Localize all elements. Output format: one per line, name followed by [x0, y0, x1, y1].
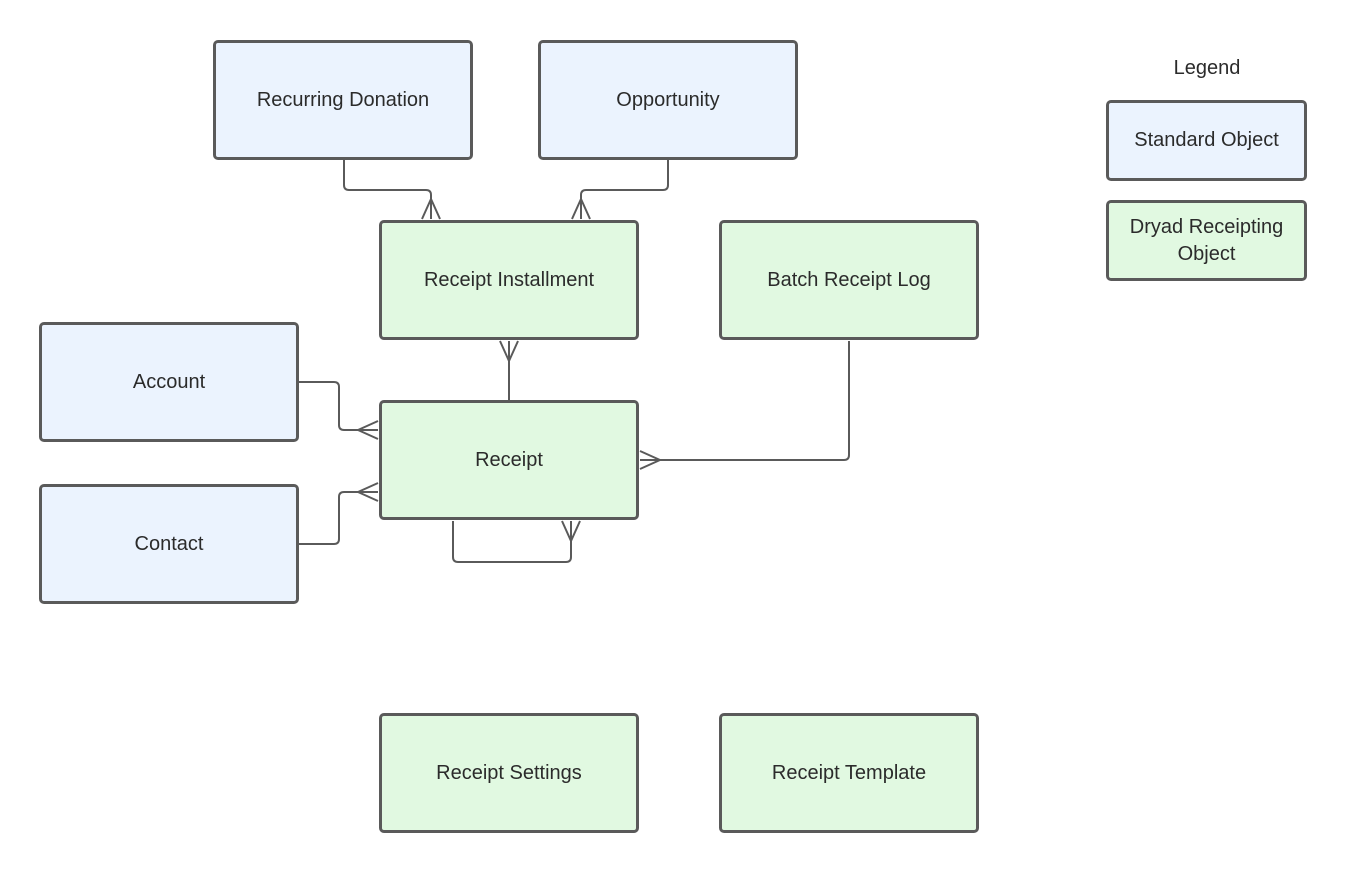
connector-recurring-donation-installment — [343, 160, 432, 219]
connector-opportunity-installment — [580, 160, 669, 219]
entity-label: Receipt — [475, 448, 543, 471]
entity-receipt-installment[interactable]: Receipt Installment — [379, 220, 639, 340]
entity-receipt[interactable]: Receipt — [379, 400, 639, 520]
entity-receipt-settings[interactable]: Receipt Settings — [379, 713, 639, 833]
entity-label: Receipt Installment — [423, 268, 595, 291]
crowfoot-recurring-donation-installment — [421, 198, 441, 220]
connector-account-receipt — [299, 381, 378, 431]
entity-recurring-donation[interactable]: Recurring Donation — [213, 40, 473, 160]
crowfoot-batchlog-receipt — [639, 450, 661, 470]
entity-label: Account — [132, 370, 206, 393]
entity-label: Contact — [134, 532, 204, 555]
legend-label: Standard Object — [1134, 129, 1279, 151]
entity-batch-receipt-log[interactable]: Batch Receipt Log — [719, 220, 979, 340]
entity-account[interactable]: Account — [39, 322, 299, 442]
crowfoot-receipt-installment — [499, 340, 519, 362]
connector-contact-receipt — [299, 491, 378, 545]
crowfoot-contact-receipt — [357, 482, 379, 502]
connector-receipt-self — [452, 521, 572, 563]
entity-contact[interactable]: Contact — [39, 484, 299, 604]
legend-label: Dryad Receipting Object — [1129, 215, 1284, 265]
crowfoot-account-receipt — [357, 420, 379, 440]
entity-label: Opportunity — [616, 88, 720, 111]
connector-batchlog-receipt — [640, 341, 850, 461]
legend-standard-object: Standard Object — [1106, 100, 1307, 181]
entity-receipt-template[interactable]: Receipt Template — [719, 713, 979, 833]
entity-label: Recurring Donation — [256, 88, 430, 111]
legend-title: Legend — [1173, 57, 1241, 79]
entity-opportunity[interactable]: Opportunity — [538, 40, 798, 160]
entity-label: Batch Receipt Log — [767, 268, 931, 291]
entity-label: Receipt Settings — [436, 761, 582, 784]
entity-label: Receipt Template — [771, 761, 927, 784]
legend-dryad-receipting-object: Dryad Receipting Object — [1106, 200, 1307, 281]
crowfoot-opportunity-installment — [571, 198, 591, 220]
crowfoot-receipt-self — [561, 520, 581, 542]
